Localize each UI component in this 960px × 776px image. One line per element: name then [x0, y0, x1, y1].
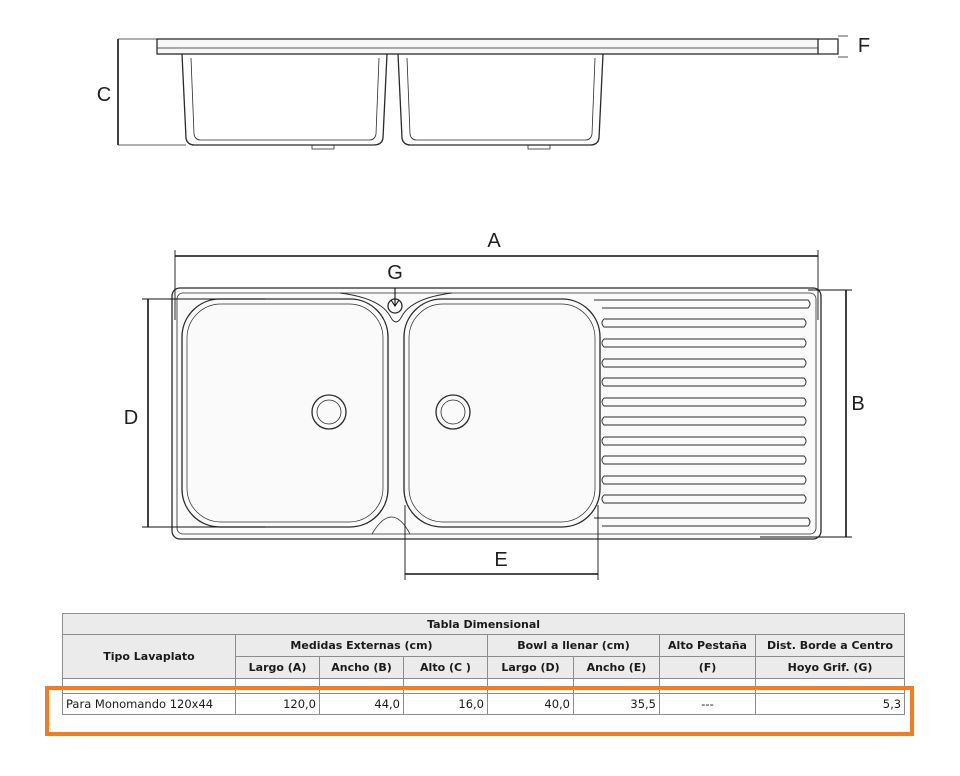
dimension-label-f: F	[858, 35, 870, 57]
cell-dist-g: 5,3	[754, 693, 906, 715]
sink-drawing: A B C D E F G	[97, 35, 870, 580]
column-header-dist-g: Hoyo Grif. (G)	[754, 656, 906, 679]
cell-ancho-e: 35,5	[573, 693, 660, 715]
table-row-obscured	[62, 678, 906, 694]
top-view	[171, 287, 822, 540]
table-row: Para Monomando 120x44 120,0 44,0 16,0 40…	[62, 693, 906, 715]
cell-alto-c: 16,0	[403, 693, 488, 715]
dimension-label-c: C	[97, 84, 111, 106]
column-header-dist: Dist. Borde a Centro	[754, 634, 906, 657]
column-header-alto-f: (F)	[659, 656, 756, 679]
column-header-tipo: Tipo Lavaplato	[62, 634, 236, 679]
dimension-lines	[142, 250, 852, 580]
column-header-alto-c: Alto (C )	[403, 656, 488, 679]
column-group-bowl: Bowl a llenar (cm)	[487, 634, 660, 657]
column-header-ancho-b: Ancho (B)	[319, 656, 404, 679]
cell-ancho-b: 44,0	[319, 693, 404, 715]
column-group-externas: Medidas Externas (cm)	[235, 634, 488, 657]
table-title: Tabla Dimensional	[61, 613, 906, 635]
column-header-alto-pestana: Alto Pestaña	[659, 634, 756, 657]
dimension-label-b: B	[851, 393, 864, 415]
cell-alto-f: ---	[659, 693, 756, 715]
dimension-label-e: E	[494, 549, 507, 571]
cell-largo-d: 40,0	[487, 693, 574, 715]
column-header-largo-d: Largo (D)	[487, 656, 574, 679]
dimension-label-g: G	[387, 262, 403, 284]
side-view	[117, 35, 848, 150]
dimension-label-d: D	[124, 407, 138, 429]
column-header-ancho-e: Ancho (E)	[573, 656, 660, 679]
dimension-label-a: A	[487, 230, 501, 252]
cell-tipo: Para Monomando 120x44	[62, 693, 236, 715]
dimension-table: Tabla Dimensional Tipo Lavaplato Medidas…	[61, 613, 906, 715]
cell-largo-a: 120,0	[235, 693, 320, 715]
column-header-largo-a: Largo (A)	[235, 656, 320, 679]
